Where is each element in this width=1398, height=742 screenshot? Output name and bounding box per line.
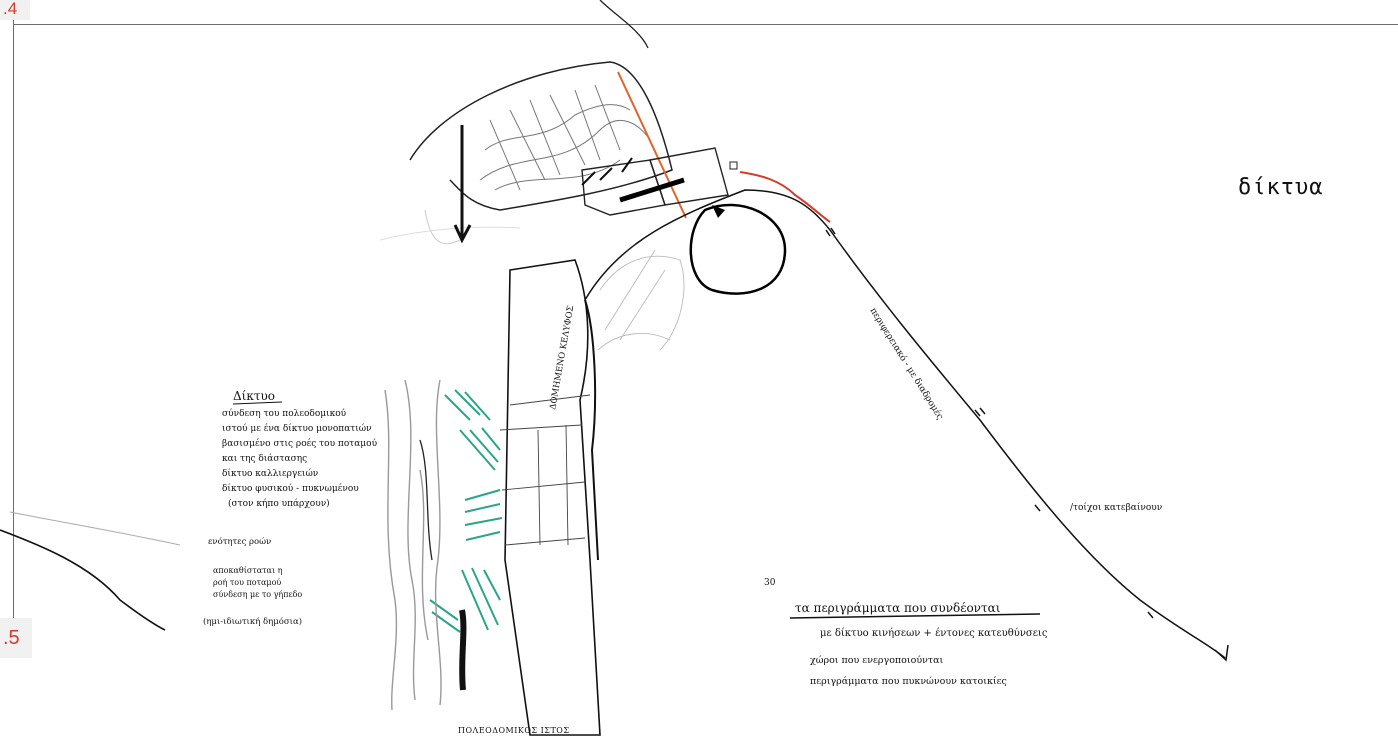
top-curve-line (600, 0, 648, 48)
network-line-1: σύνδεση του πολεοδομικού (222, 408, 347, 419)
number-label: 30 (764, 578, 776, 588)
network-heading: Δίκτυο (233, 389, 275, 403)
scribble-oval-hatching (480, 85, 650, 190)
summary-line-4: περιγράμματα που πυκνώνουν κατοικίες (810, 676, 1007, 687)
building-block-2 (650, 148, 728, 205)
faint-sketch-arrow (380, 227, 520, 240)
network-line-6: δίκτυο φυσικού - πυκνωμένου (222, 483, 359, 494)
small-dash-marks (582, 158, 632, 185)
green-hatch-areas (430, 390, 502, 632)
flows-heading: ενότητες ροών (208, 536, 271, 547)
summary-line-2: με δίκτυο κινήσεων + έντονες κατευθύνσει… (820, 628, 1048, 639)
summary-line-1: τα περιγράμματα που συνδέονται (795, 601, 1001, 615)
bottom-caption: ΠΟΛΕΟΔΟΜΙΚΟΣ ΙΣΤΟΣ (458, 726, 570, 735)
gray-scribble-bands (385, 380, 441, 710)
flows-line-4: (ημι-ιδιωτική δημόσια) (203, 616, 302, 627)
slope-label: /τοίχοι κατεβαίνουν (1070, 502, 1162, 513)
circle-blob (691, 205, 785, 294)
network-line-5: δίκτυο καλλιεργειών (222, 468, 318, 479)
flows-line-3: σύνδεση με το γήπεδο (213, 590, 302, 599)
thick-bar-mark (620, 180, 684, 200)
left-coast-line (0, 530, 165, 630)
network-line-4: και της διάστασης (222, 453, 307, 464)
dark-river-line (420, 440, 432, 560)
left-faint-line (10, 512, 180, 545)
network-line-7: (στον κήπο υπάρχουν) (228, 498, 330, 509)
network-line-2: ιστού με ένα δίκτυο μονοπατιών (222, 423, 372, 434)
small-square-marker (730, 162, 737, 169)
summary-line-3: χώροι που ενεργοποιούνται (810, 655, 944, 666)
network-line-3: βασισμένο στις ροές του ποταμού (222, 438, 378, 449)
corridor-grid (500, 395, 590, 545)
corridor-vertical-label: ΔΟΜΗΜΕΝΟ ΚΕΛΥΦΟΣ (548, 305, 576, 411)
scribble-oval-outline (410, 62, 672, 210)
path-tick-marks (826, 228, 1153, 618)
path-arrow-head (1215, 645, 1228, 660)
flows-line-2: ροή του ποταμού (213, 578, 281, 587)
main-network-path (585, 190, 1225, 658)
vertical-corridor-outline (505, 260, 600, 735)
black-marker-stroke (462, 610, 463, 690)
flows-line-1: αποκαθίσταται η (213, 566, 283, 575)
